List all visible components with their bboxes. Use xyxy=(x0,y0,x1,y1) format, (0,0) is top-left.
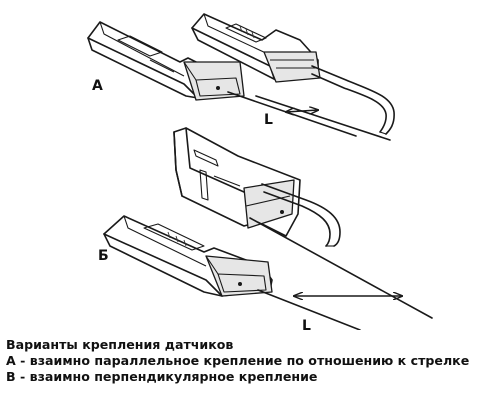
mounting-diagram: А L xyxy=(87,13,433,330)
reference-line-a-left xyxy=(227,91,357,137)
reference-line-a-right xyxy=(255,95,391,141)
distance-label-a: L xyxy=(264,112,273,128)
caption-title: Варианты крепления датчиков xyxy=(6,337,234,352)
dimension-arrow-a xyxy=(286,110,318,112)
bracket-b xyxy=(103,215,273,297)
bracket-a-left xyxy=(87,21,245,101)
caption-block: Варианты крепления датчиков А - взаимно … xyxy=(6,337,476,385)
bracket-a-right xyxy=(191,13,395,135)
variant-a-drawing: А L xyxy=(87,13,395,141)
bracket-perpendicular xyxy=(173,127,433,319)
distance-label-b: L xyxy=(302,318,311,330)
caption-line-b: В - взаимно перпендикулярное крепление xyxy=(6,369,318,384)
variant-b-drawing: Б L xyxy=(98,215,402,330)
reference-line-b xyxy=(257,289,361,330)
variant-a-label: А xyxy=(92,78,103,94)
variant-b-label: Б xyxy=(98,248,109,264)
caption-line-a: А - взаимно параллельное крепление по от… xyxy=(6,353,470,368)
